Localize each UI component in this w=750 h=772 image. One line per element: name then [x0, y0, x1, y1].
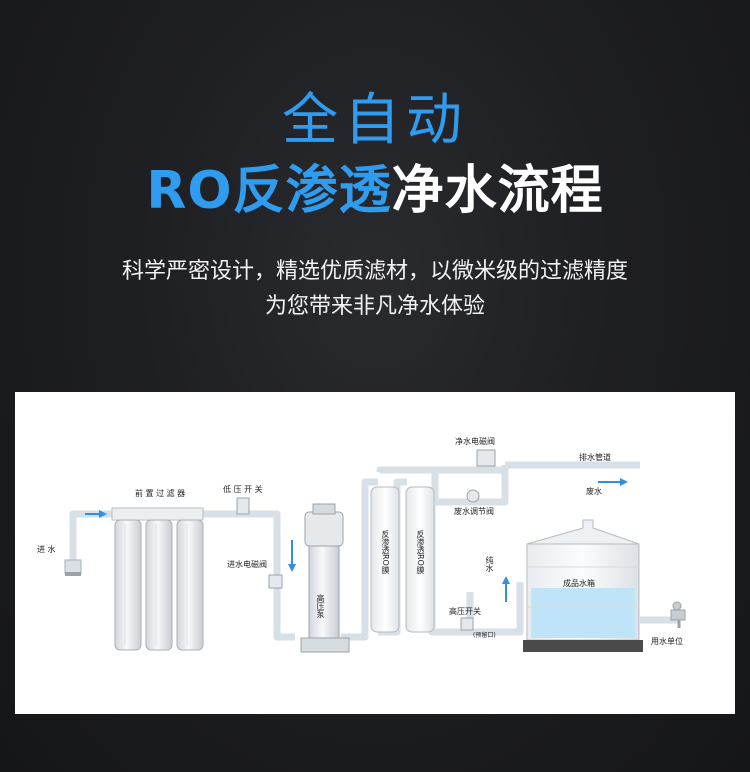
- label-high-pressure-switch: 高压开关: [449, 607, 481, 616]
- label-ro-membrane-2: 反渗透RO膜: [416, 530, 425, 574]
- high-pressure-switch: [460, 617, 474, 631]
- label-tank: 成品水箱: [563, 579, 595, 588]
- sub-heading-rest: 净水流程: [391, 161, 604, 221]
- label-waste-valve: 废水调节阀: [454, 507, 494, 516]
- inlet-fitting: [64, 559, 82, 576]
- label-pre-filter: 前 置 过 滤 器: [135, 489, 186, 498]
- label-use-unit: 用水单位: [651, 637, 683, 646]
- main-heading: 全自动: [282, 88, 468, 153]
- pure-solenoid-valve: [476, 449, 496, 467]
- label-ro-membrane-1: 反渗透RO膜: [381, 530, 390, 574]
- label-inlet-solenoid: 进水电磁阀: [227, 560, 267, 569]
- waste-adjust-valve: [466, 489, 480, 503]
- sub-heading-accent: RO反渗透: [146, 161, 392, 221]
- flow-arrows: [85, 478, 628, 602]
- label-low-pressure-switch: 低 压 开 关: [223, 485, 263, 494]
- sub-heading: RO反渗透净水流程: [0, 158, 750, 224]
- inlet-solenoid-valve: [268, 574, 283, 589]
- label-pump: 高压泵: [316, 594, 325, 618]
- product-water-tank: [523, 519, 643, 652]
- label-waste-water: 废水: [586, 487, 602, 496]
- subtitle-line-1: 科学严密设计，精选优质滤材，以微米级的过滤精度: [121, 259, 628, 284]
- pre-filter-housings: [111, 507, 204, 651]
- label-inlet: 进 水: [37, 545, 56, 554]
- ro-membranes: [370, 486, 435, 633]
- high-pressure-pump: [300, 503, 350, 653]
- subtitle-line-2: 为您带来非凡净水体验: [264, 294, 485, 319]
- faucet-icon: [670, 601, 686, 628]
- label-pure-water: 纯水: [485, 556, 494, 572]
- label-reserve-port: (预留口): [473, 632, 496, 639]
- ro-process-diagram: 进 水 前 置 过 滤 器 低 压 开 关 进水电磁阀 高压泵 反渗透RO膜 反…: [15, 392, 735, 714]
- label-drain-pipe: 排水管道: [579, 453, 611, 462]
- low-pressure-switch: [236, 497, 250, 515]
- label-pure-solenoid: 净水电磁阀: [455, 437, 495, 446]
- diagram-graphics: [64, 449, 686, 653]
